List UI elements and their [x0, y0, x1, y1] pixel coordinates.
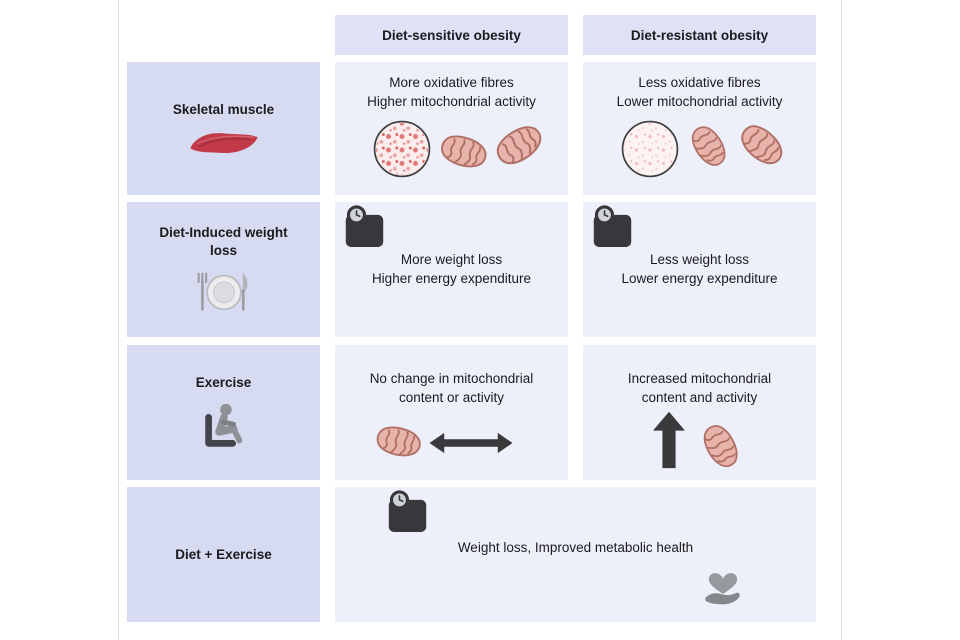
oxidative-fibres-sparse-icon	[620, 119, 680, 179]
cell-text: Weight loss, Improved metabolic health	[457, 540, 694, 555]
cell-exercise-diet-sensitive: No change in mitochondrial content or ac…	[335, 345, 568, 480]
cell-text: Increased mitochondrial content and acti…	[627, 371, 772, 405]
weighing-scale-icon	[387, 489, 428, 534]
cell-weight-loss-diet-resistant: Less weight loss Lower energy expenditur…	[583, 202, 816, 337]
cell-text: No change in mitochondrial content or ac…	[369, 371, 534, 405]
weighing-scale-icon	[592, 204, 633, 249]
right-edge-line	[841, 0, 842, 640]
cell-exercise-diet-resistant: Increased mitochondrial content and acti…	[583, 345, 816, 480]
muscle-icon	[188, 127, 260, 157]
mitochondrion-icon	[691, 415, 748, 477]
row-label-exercise: Exercise	[127, 345, 320, 480]
cell-text: Less weight loss Lower energy expenditur…	[621, 252, 778, 286]
weighing-scale-icon	[344, 204, 385, 249]
cell-text: More weight loss Higher energy expenditu…	[371, 252, 532, 286]
plate-cutlery-icon	[193, 268, 255, 315]
column-header-diet-resistant: Diet-resistant obesity	[583, 15, 816, 55]
mitochondrion-icon	[369, 418, 427, 467]
row-label-text: Skeletal muscle	[172, 101, 275, 117]
heart-in-hand-icon	[697, 559, 749, 609]
mitochondrion-icon	[729, 113, 793, 176]
mitochondrion-icon	[432, 126, 493, 178]
up-arrow-icon	[653, 411, 685, 469]
mitochondrion-icon	[486, 115, 553, 178]
row-label-text: Diet-Induced weight loss	[159, 225, 288, 258]
mitochondrion-icon	[680, 116, 736, 176]
row-label-diet-plus-exercise: Diet + Exercise	[127, 487, 320, 622]
column-header-diet-sensitive: Diet-sensitive obesity	[335, 15, 568, 55]
double-headed-arrow-icon	[429, 431, 513, 455]
row-label-text: Exercise	[195, 374, 252, 390]
row-label-diet-induced-weight-loss: Diet-Induced weight loss	[127, 202, 320, 337]
column-header-label: Diet-resistant obesity	[630, 27, 769, 43]
cell-text: Less oxidative fibres Lower mitochondria…	[616, 75, 783, 109]
oxidative-fibres-dense-icon	[372, 119, 432, 179]
cell-diet-plus-exercise: Weight loss, Improved metabolic health	[335, 487, 816, 622]
cell-muscle-diet-sensitive: More oxidative fibres Higher mitochondri…	[335, 62, 568, 195]
cell-weight-loss-diet-sensitive: More weight loss Higher energy expenditu…	[335, 202, 568, 337]
row-label-skeletal-muscle: Skeletal muscle	[127, 62, 320, 195]
column-header-label: Diet-sensitive obesity	[382, 27, 521, 43]
cell-text: More oxidative fibres Higher mitochondri…	[367, 75, 536, 109]
left-edge-line	[118, 0, 119, 640]
exercise-chair-icon	[196, 400, 252, 452]
row-label-text: Diet + Exercise	[175, 546, 272, 562]
cell-muscle-diet-resistant: Less oxidative fibres Lower mitochondria…	[583, 62, 816, 195]
